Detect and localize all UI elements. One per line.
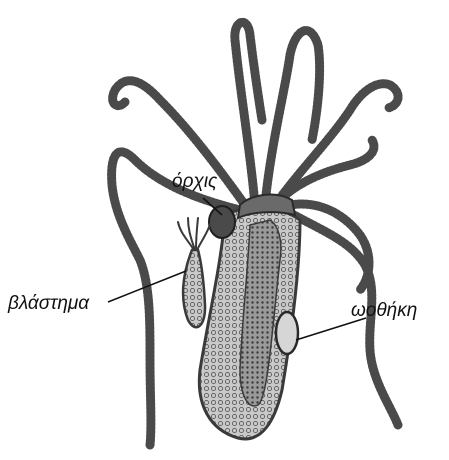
bud-label: βλάστημα <box>8 294 89 313</box>
tentacle-1 <box>235 22 262 205</box>
ovary-label: ωοθήκη <box>351 301 417 320</box>
testis-label: όρχις <box>172 172 217 191</box>
ovary-organ <box>276 312 298 354</box>
testis-organ <box>209 206 235 238</box>
tentacle-4 <box>280 140 374 200</box>
ovary-leader <box>296 318 366 340</box>
